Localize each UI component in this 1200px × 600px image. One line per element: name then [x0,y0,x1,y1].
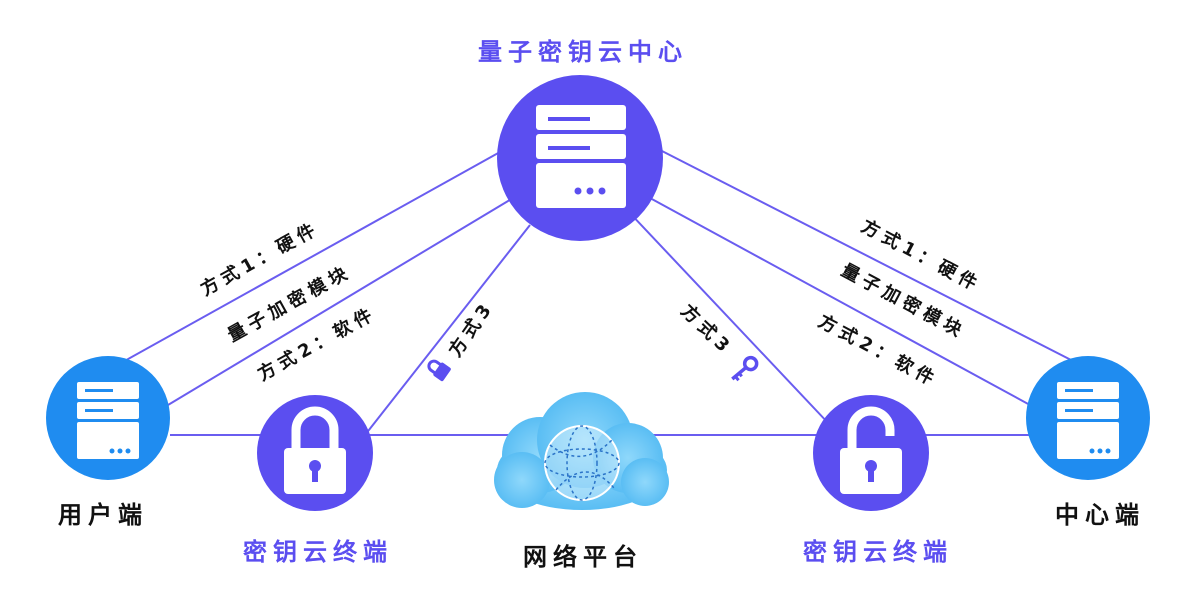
network-platform-label: 网络平台 [523,543,643,571]
globe-icon [544,425,620,501]
edge-label-right-method3: 方式3 [677,300,738,360]
center-end-label: 中心端 [1055,501,1145,529]
lock-closed-icon [284,406,346,494]
server-icon [536,105,626,208]
user-end-label: 用户端 [58,501,148,529]
line-center-center-hw [659,149,1076,363]
terminal-right-node [813,395,929,511]
server-icon [77,382,139,459]
line-center-user-sw [167,194,519,406]
lock-open-icon [840,406,902,494]
key-icon [731,355,759,382]
cloud-center-label: 量子密钥云中心 [478,38,688,66]
line-center-user-hw [111,151,501,369]
terminal-left-label: 密钥云终端 [243,538,393,566]
server-icon [1057,382,1119,459]
terminal-left-node [257,395,373,511]
cloud-shape [494,392,669,510]
lock-small-icon [427,359,451,382]
edge-label-left-method3: 方式3 [444,296,498,361]
line-center-terminal-left [364,224,531,436]
line-center-center-sw [649,197,1031,406]
cloud-center-node [497,75,663,241]
line-center-terminal-right [626,209,831,426]
center-end-node [1026,356,1150,480]
user-end-node [46,356,170,480]
network-platform-node [494,392,669,510]
terminal-right-label: 密钥云终端 [803,538,953,566]
